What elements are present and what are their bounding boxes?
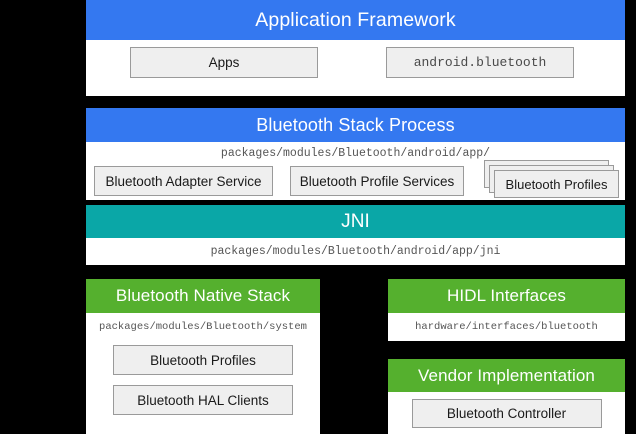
bluetooth-stack-process-title: Bluetooth Stack Process [86,108,625,142]
hidl-interfaces-body: hardware/interfaces/bluetooth [388,313,625,341]
jni-path-label: packages/modules/Bluetooth/android/app/j… [210,245,501,258]
bluetooth-profile-services-box[interactable]: Bluetooth Profile Services [290,166,464,196]
bluetooth-native-stack-body: packages/modules/Bluetooth/system Blueto… [86,313,320,434]
jni-panel: JNI packages/modules/Bluetooth/android/a… [86,205,625,265]
hidl-path-label: hardware/interfaces/bluetooth [415,321,598,333]
native-stack-path-label: packages/modules/Bluetooth/system [99,321,307,333]
apps-box[interactable]: Apps [130,47,318,78]
bluetooth-native-stack-panel: Bluetooth Native Stack packages/modules/… [86,279,320,434]
vendor-implementation-body: Bluetooth Controller [388,392,625,434]
bluetooth-stack-process-panel: Bluetooth Stack Process packages/modules… [86,108,625,200]
application-framework-panel: Application Framework Apps android.bluet… [86,0,625,96]
stack-process-box-row: Bluetooth Adapter Service Bluetooth Prof… [86,160,625,200]
jni-title: JNI [86,205,625,238]
bluetooth-hal-clients-box[interactable]: Bluetooth HAL Clients [113,385,293,415]
bluetooth-profiles-card-stack[interactable]: Bluetooth Profiles [484,160,619,200]
bluetooth-controller-box[interactable]: Bluetooth Controller [411,398,602,428]
stack-process-path-label: packages/modules/Bluetooth/android/app/ [220,147,491,160]
android-bluetooth-api-box[interactable]: android.bluetooth [386,47,574,78]
native-bluetooth-profiles-box[interactable]: Bluetooth Profiles [113,345,293,375]
bluetooth-native-stack-title: Bluetooth Native Stack [86,279,320,313]
hidl-interfaces-panel: HIDL Interfaces hardware/interfaces/blue… [388,279,625,341]
jni-body: packages/modules/Bluetooth/android/app/j… [86,238,625,265]
bluetooth-stack-process-body: packages/modules/Bluetooth/android/app/ … [86,142,625,200]
bluetooth-adapter-service-box[interactable]: Bluetooth Adapter Service [94,166,273,196]
vendor-implementation-panel: Vendor Implementation Bluetooth Controll… [388,359,625,434]
application-framework-body: Apps android.bluetooth [86,40,625,96]
hidl-interfaces-title: HIDL Interfaces [388,279,625,313]
bluetooth-profiles-box[interactable]: Bluetooth Profiles [494,170,619,198]
application-framework-title: Application Framework [86,0,625,40]
vendor-implementation-title: Vendor Implementation [388,359,625,392]
